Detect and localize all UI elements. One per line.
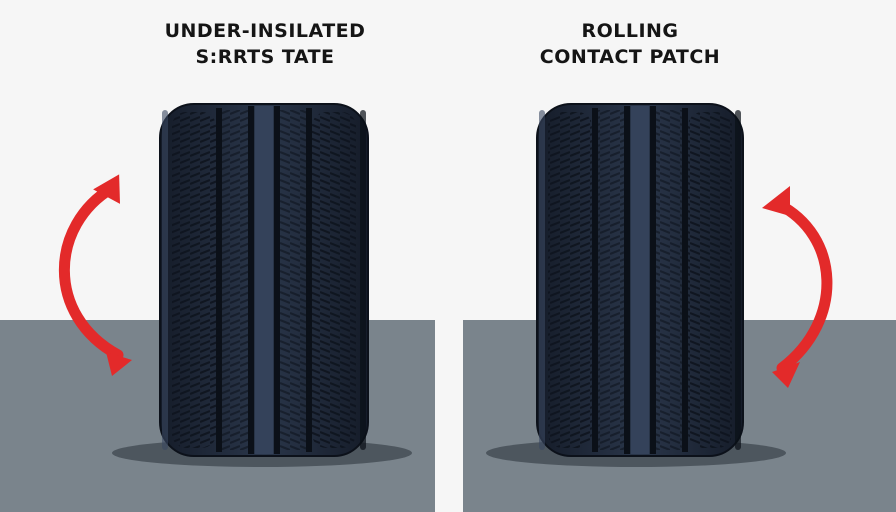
left-curved-arrow-icon (58, 174, 132, 376)
right-title-line2: CONTACT PATCH (539, 46, 721, 68)
left-title-line1: UNDER-INSILATED (164, 20, 366, 42)
panel-divider (435, 320, 463, 512)
left-tire-icon (159, 103, 369, 457)
left-panel-title: UNDER-INSILATED S:RRTS TATE (130, 18, 400, 70)
right-curved-arrow-icon (762, 186, 833, 388)
right-panel-title: ROLLING CONTACT PATCH (500, 18, 760, 70)
right-tire-icon (536, 103, 744, 457)
left-title-line2: S:RRTS TATE (195, 46, 335, 68)
right-title-line1: ROLLING (581, 20, 679, 42)
